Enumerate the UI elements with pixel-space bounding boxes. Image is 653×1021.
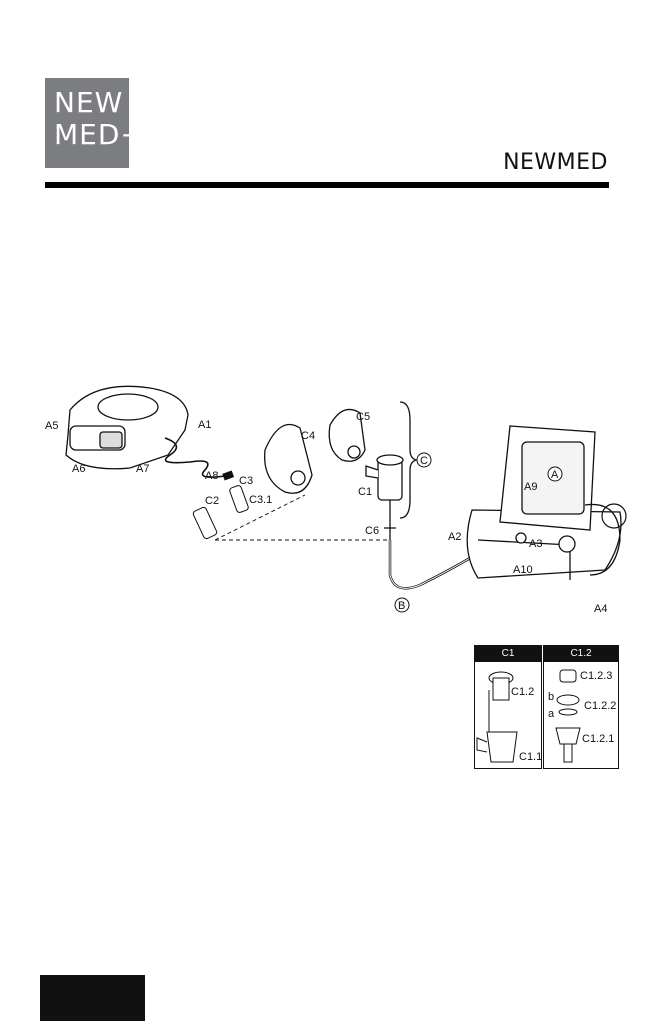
label-a4: A4 <box>594 603 607 615</box>
inset-c1-title: C1 <box>475 646 541 662</box>
inset-c12-label-a: a <box>548 708 555 720</box>
label-a8: A8 <box>205 470 218 482</box>
label-circle-c: C <box>420 455 428 467</box>
label-c31: C3.1 <box>249 494 272 506</box>
label-a6: A6 <box>72 463 85 475</box>
inset-c1-label-c11: C1.1 <box>519 751 541 763</box>
device-diagram: A5 A1 A6 A7 A8 C3 C3.1 C2 C4 C5 C1 C6 A2… <box>0 380 653 620</box>
logo-line-1: NEW <box>54 87 129 119</box>
logo-line-2: MED+ <box>54 119 129 151</box>
compressor-unit-right <box>467 426 621 580</box>
label-c6: C6 <box>365 525 379 537</box>
label-a7: A7 <box>136 463 149 475</box>
label-c3: C3 <box>239 475 253 487</box>
inset-c12-label-c123: C1.2.3 <box>580 670 612 682</box>
label-a9: A9 <box>524 481 537 493</box>
header-rule <box>45 182 609 188</box>
label-a1: A1 <box>198 419 211 431</box>
brand-name: NEWMED <box>503 150 608 175</box>
inset-c12-label-c121: C1.2.1 <box>582 733 614 745</box>
label-a2: A2 <box>448 531 461 543</box>
inset-c12-drawing: C1.2.3 b a C1.2.2 C1.2.1 <box>544 662 618 768</box>
label-c4: C4 <box>301 430 315 442</box>
page-number-block <box>40 975 145 1021</box>
label-a10: A10 <box>513 564 533 576</box>
compressor-unit-left <box>66 386 188 468</box>
label-c5: C5 <box>356 411 370 423</box>
inset-c12-title: C1.2 <box>544 646 618 662</box>
label-a5: A5 <box>45 420 58 432</box>
inset-c1: C1 C1.2 C1.1 <box>474 645 542 769</box>
label-c2: C2 <box>205 495 219 507</box>
inset-c12-label-b: b <box>548 691 554 703</box>
label-circle-b: B <box>398 600 405 612</box>
label-circle-a: A <box>551 469 559 481</box>
label-c1: C1 <box>358 486 372 498</box>
inset-c1-drawing: C1.2 C1.1 <box>475 662 541 768</box>
inset-c1-label-c12: C1.2 <box>511 686 534 698</box>
label-a3: A3 <box>529 538 542 550</box>
inset-c12: C1.2 C1.2.3 b a C1.2.2 C1.2.1 <box>543 645 619 769</box>
newmed-logo: NEW MED+ <box>45 78 129 168</box>
inset-c12-label-c122: C1.2.2 <box>584 700 616 712</box>
